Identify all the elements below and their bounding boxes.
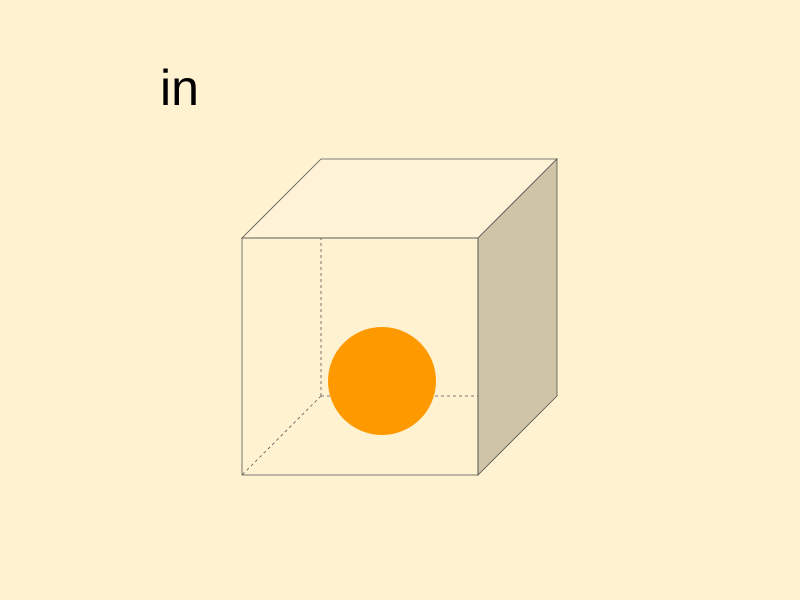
box-hidden-edges [241, 159, 557, 476]
box-front-face [241, 237, 479, 476]
hidden-edge-bottom-diagonal [241, 395, 322, 476]
ball [328, 327, 436, 435]
preposition-word: in [160, 60, 199, 116]
